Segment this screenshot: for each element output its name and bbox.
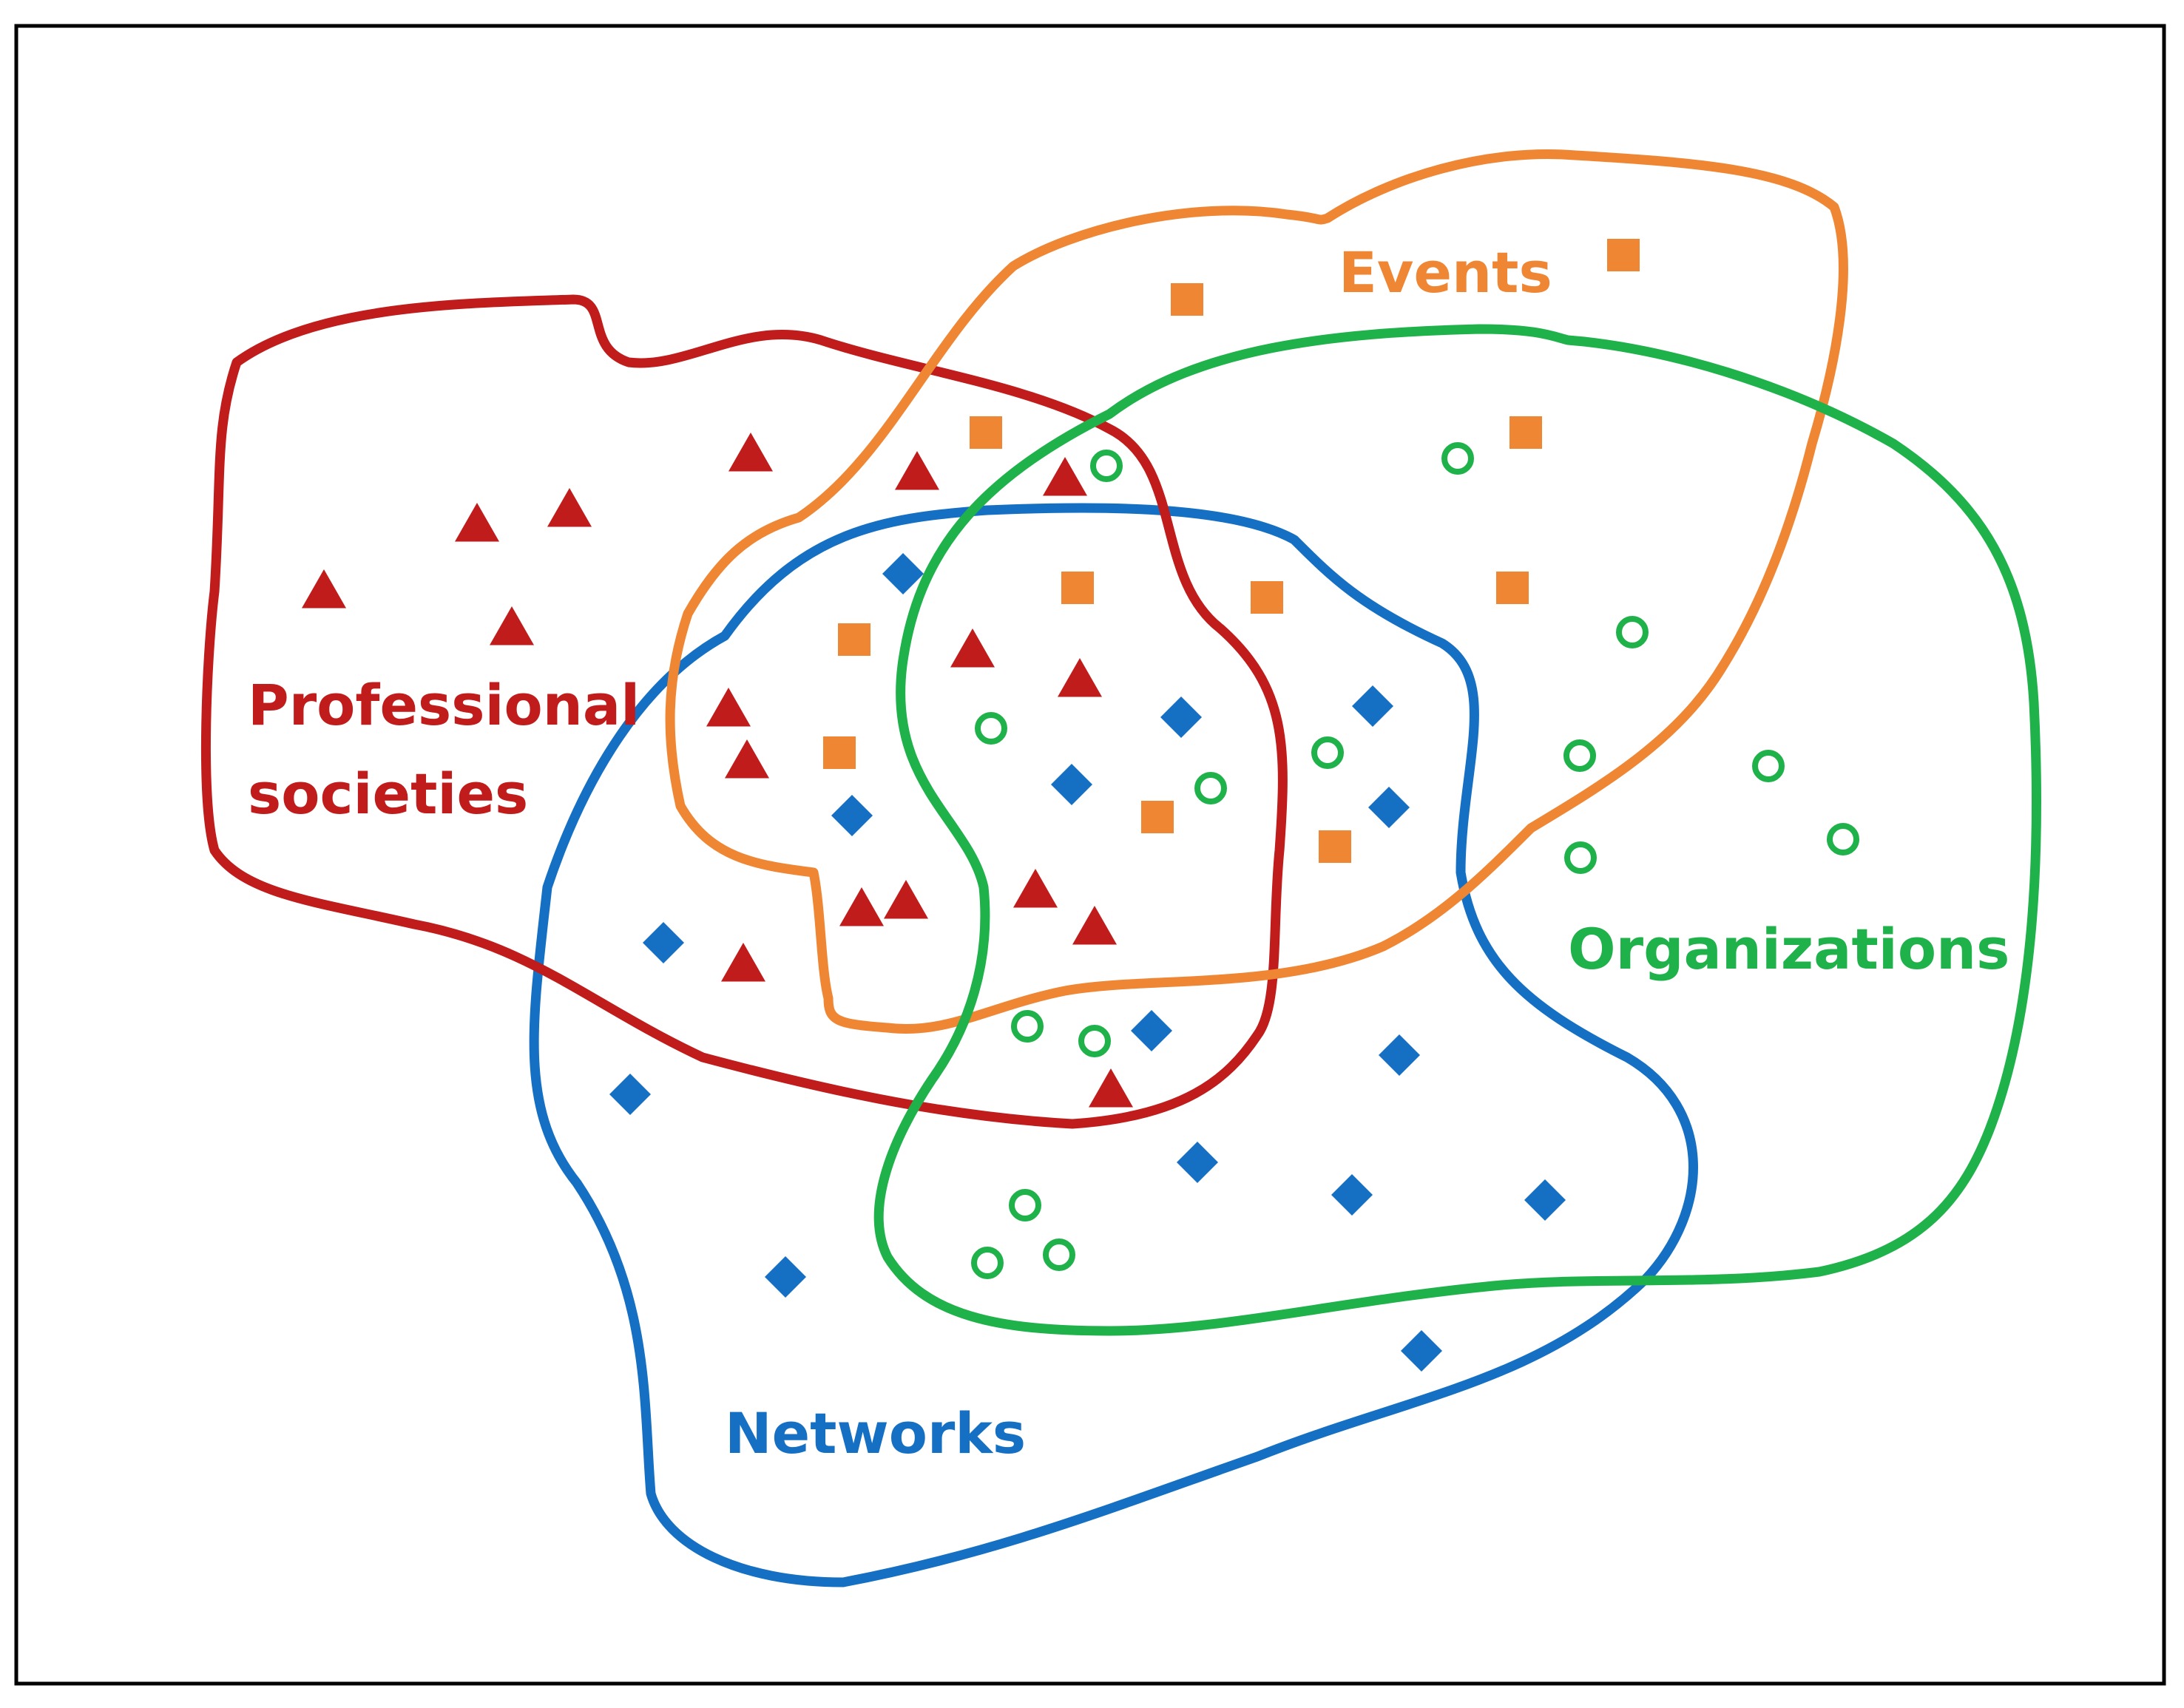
diamond-icon: [1379, 1034, 1420, 1076]
triangle-icon: [721, 943, 765, 982]
triangle-icon: [490, 606, 534, 645]
triangle-icon: [725, 739, 769, 779]
networks-region-outline: [529, 503, 1698, 1587]
diamond-icon: [1401, 1330, 1442, 1372]
triangle-icon: [706, 688, 751, 727]
diamond-icon: [765, 1256, 806, 1298]
square-icon: [1251, 581, 1283, 614]
circle-icon: [1752, 750, 1785, 782]
triangle-icon: [1058, 658, 1102, 697]
circle-icon: [1441, 442, 1474, 475]
markers-layer: [302, 239, 1859, 1372]
triangle-icon: [1013, 869, 1058, 908]
square-icon: [1141, 801, 1174, 833]
triangle-icon: [1072, 906, 1117, 945]
triangle-icon: [950, 628, 995, 668]
professional-societies-label-line1: Professional: [248, 672, 640, 738]
diamond-icon: [831, 795, 873, 836]
triangle-icon: [1089, 1068, 1133, 1108]
events-label: Events: [1339, 240, 1552, 305]
circle-icon: [1011, 1010, 1044, 1043]
square-icon: [1171, 283, 1203, 316]
triangle-icon: [455, 503, 499, 542]
events-region-outline: [665, 149, 1848, 1034]
diamond-icon: [1177, 1142, 1218, 1183]
circle-icon: [1563, 739, 1596, 772]
circle-icon: [1564, 841, 1597, 874]
circle-icon: [975, 712, 1007, 745]
professional-societies-label-line2: societies: [248, 761, 528, 827]
circle-icon: [1090, 450, 1123, 482]
circle-icon: [1616, 616, 1649, 648]
square-icon: [1509, 416, 1542, 449]
triangle-icon: [547, 488, 592, 527]
diamond-icon: [609, 1074, 651, 1115]
networks-label: Networks: [725, 1400, 1026, 1466]
organizations-label: Organizations: [1568, 916, 2009, 982]
triangle-icon: [884, 880, 928, 919]
square-icon: [970, 416, 1002, 449]
triangle-icon: [1043, 457, 1087, 496]
diagram-frame: [14, 24, 2166, 1686]
circle-icon: [971, 1247, 1004, 1279]
circle-icon: [1827, 823, 1859, 855]
square-icon: [823, 736, 856, 769]
square-icon: [838, 623, 870, 656]
circle-icon: [1078, 1025, 1111, 1057]
square-icon: [1496, 572, 1529, 604]
circle-icon: [1311, 736, 1344, 769]
circle-icon: [1009, 1189, 1041, 1221]
diamond-icon: [882, 553, 924, 594]
organizations-region-outline: [873, 324, 2041, 1336]
diamond-icon: [1131, 1010, 1172, 1051]
triangle-icon: [302, 569, 346, 609]
diamond-icon: [1368, 787, 1410, 828]
square-icon: [1607, 239, 1640, 271]
diamond-icon: [1352, 685, 1393, 727]
square-icon: [1061, 572, 1094, 604]
circle-icon: [1043, 1238, 1075, 1271]
diamond-icon: [1160, 697, 1202, 738]
triangle-icon: [895, 451, 939, 490]
circle-icon: [1194, 772, 1227, 804]
diamond-icon: [1524, 1179, 1566, 1221]
triangle-icon: [839, 887, 884, 926]
square-icon: [1319, 830, 1351, 863]
professional-societies-region-outline: [200, 294, 1288, 1129]
diamond-icon: [1051, 764, 1092, 805]
diamond-icon: [643, 922, 684, 963]
triangle-icon: [728, 433, 773, 472]
diamond-icon: [1331, 1174, 1373, 1216]
